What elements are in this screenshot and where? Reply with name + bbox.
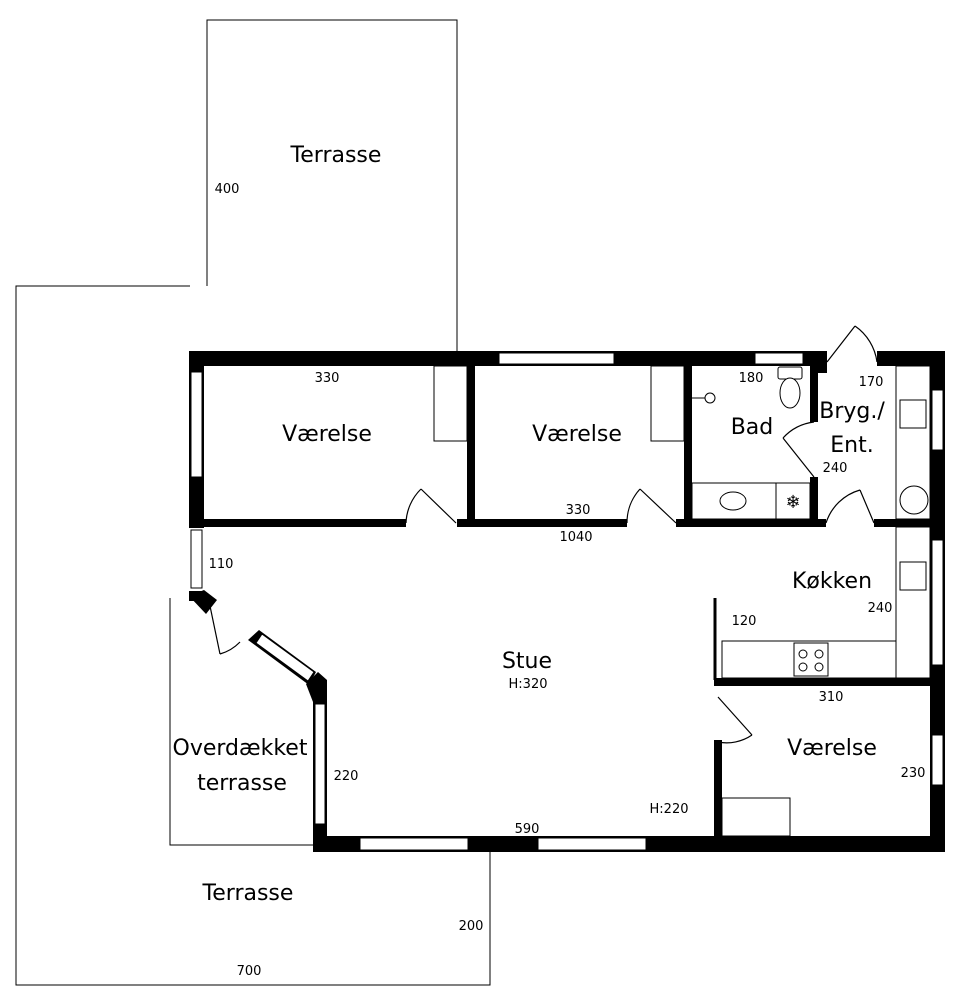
dim-bedroom-3-depth: 230 — [901, 766, 926, 781]
dim-kitchen-counter: 120 — [732, 614, 757, 629]
toilet-icon — [777, 366, 803, 409]
dim-bedroom-3-width: 310 — [819, 690, 844, 705]
utility-label-1: Bryg./ — [819, 399, 885, 424]
bath-counter — [691, 482, 811, 520]
snowflake-icon: ❄ — [785, 492, 800, 513]
living-label: Stue — [502, 649, 552, 674]
shower-icon — [692, 392, 716, 404]
dim-bedroom-2: 330 — [566, 503, 591, 518]
covered-terrace-label-2: terrasse — [197, 771, 287, 796]
bedroom-1-label: Værelse — [282, 422, 372, 447]
interior-walls — [204, 351, 930, 836]
low-height-label: H:220 — [650, 802, 689, 817]
bath-label: Bad — [731, 415, 774, 440]
windows — [190, 352, 944, 851]
dim-bath: 180 — [739, 371, 764, 386]
dim-utility-depth: 240 — [823, 461, 848, 476]
terrace-top-label: Terrasse — [290, 143, 382, 168]
utility-label-2: Ent. — [830, 433, 873, 458]
dim-terrace-bottom-depth: 200 — [459, 919, 484, 934]
stove-icon — [793, 642, 829, 677]
utility-counter — [895, 365, 931, 520]
terrace-bottom-label: Terrasse — [202, 881, 294, 906]
dim-entry-side: 110 — [209, 557, 234, 572]
bedroom-3-label: Værelse — [787, 736, 877, 761]
dim-terrace-bottom-width: 700 — [237, 964, 262, 979]
dim-living-side: 220 — [334, 769, 359, 784]
covered-terrace-label-1: Overdækket — [173, 736, 308, 761]
bedroom-2-label: Værelse — [532, 422, 622, 447]
living-height: H:320 — [509, 677, 548, 692]
dim-terrace-top: 400 — [215, 182, 240, 197]
dim-living-width: 590 — [515, 822, 540, 837]
kitchen-label: Køkken — [792, 569, 872, 594]
dim-kitchen-depth: 240 — [868, 601, 893, 616]
dim-corridor: 1040 — [559, 530, 592, 545]
covered-terrace-outline — [169, 598, 313, 846]
fixtures: ❄ — [433, 365, 931, 837]
terrace-top-outline — [206, 19, 458, 352]
dim-utility-width: 170 — [859, 375, 884, 390]
dim-bedroom-1: 330 — [315, 371, 340, 386]
terrace-outline — [15, 285, 491, 986]
doors — [209, 325, 878, 744]
